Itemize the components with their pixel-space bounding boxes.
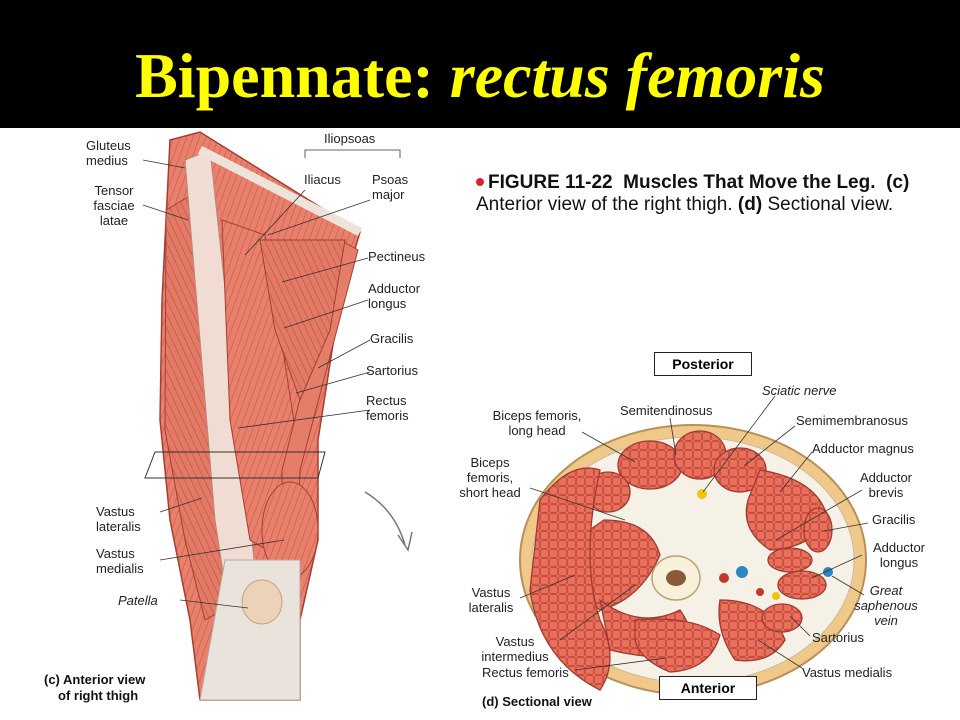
vastus-medialis-shape (718, 599, 786, 662)
figure-number: FIGURE 11-22 (488, 172, 613, 193)
posterior-box: Posterior (654, 352, 752, 376)
caption-bullet-icon (476, 178, 484, 186)
label-biceps-long-head: Biceps femoris,long head (492, 408, 582, 438)
label-sciatic-nerve: Sciatic nerve (762, 383, 837, 398)
label-gracilis-section: Gracilis (872, 512, 916, 527)
gracilis-shape (803, 507, 833, 553)
figure-heading: Muscles That Move the Leg. (623, 172, 876, 193)
figure-caption: FIGURE 11-22 Muscles That Move the Leg. … (476, 172, 910, 215)
label-patella: Patella (118, 593, 158, 608)
slide-title: Bipennate: rectus femoris (0, 36, 960, 116)
vastus-lateralis-shape (529, 467, 611, 691)
label-semimembranosus: Semimembranosus (796, 413, 908, 428)
label-pectineus: Pectineus (368, 249, 426, 264)
label-vastus-medialis-section: Vastus medialis (802, 665, 893, 680)
label-sartorius: Sartorius (366, 363, 419, 378)
title-main: Bipennate: (135, 40, 434, 111)
anterior-box: Anterior (659, 676, 757, 700)
label-gracilis: Gracilis (370, 331, 414, 346)
sartorius-shape (761, 603, 803, 633)
sciatic-nerve-dot (697, 489, 707, 499)
thigh-anterior-figure (142, 131, 413, 701)
title-bar (0, 0, 960, 128)
rectus-femoris-shape (634, 618, 721, 673)
title-italic: rectus femoris (449, 40, 825, 111)
label-semitendinosus: Semitendinosus (620, 403, 713, 418)
bone-marrow (666, 570, 686, 586)
label-iliopsoas: Iliopsoas (324, 131, 376, 146)
label-sartorius-section: Sartorius (812, 630, 865, 645)
caption-sectional-view: (d) Sectional view (482, 694, 592, 709)
label-iliacus: Iliacus (304, 172, 341, 187)
label-adductor-magnus: Adductor magnus (812, 441, 914, 456)
thigh-cross-section-figure (519, 395, 869, 696)
label-rectus-femoris-section: Rectus femoris (482, 665, 569, 680)
